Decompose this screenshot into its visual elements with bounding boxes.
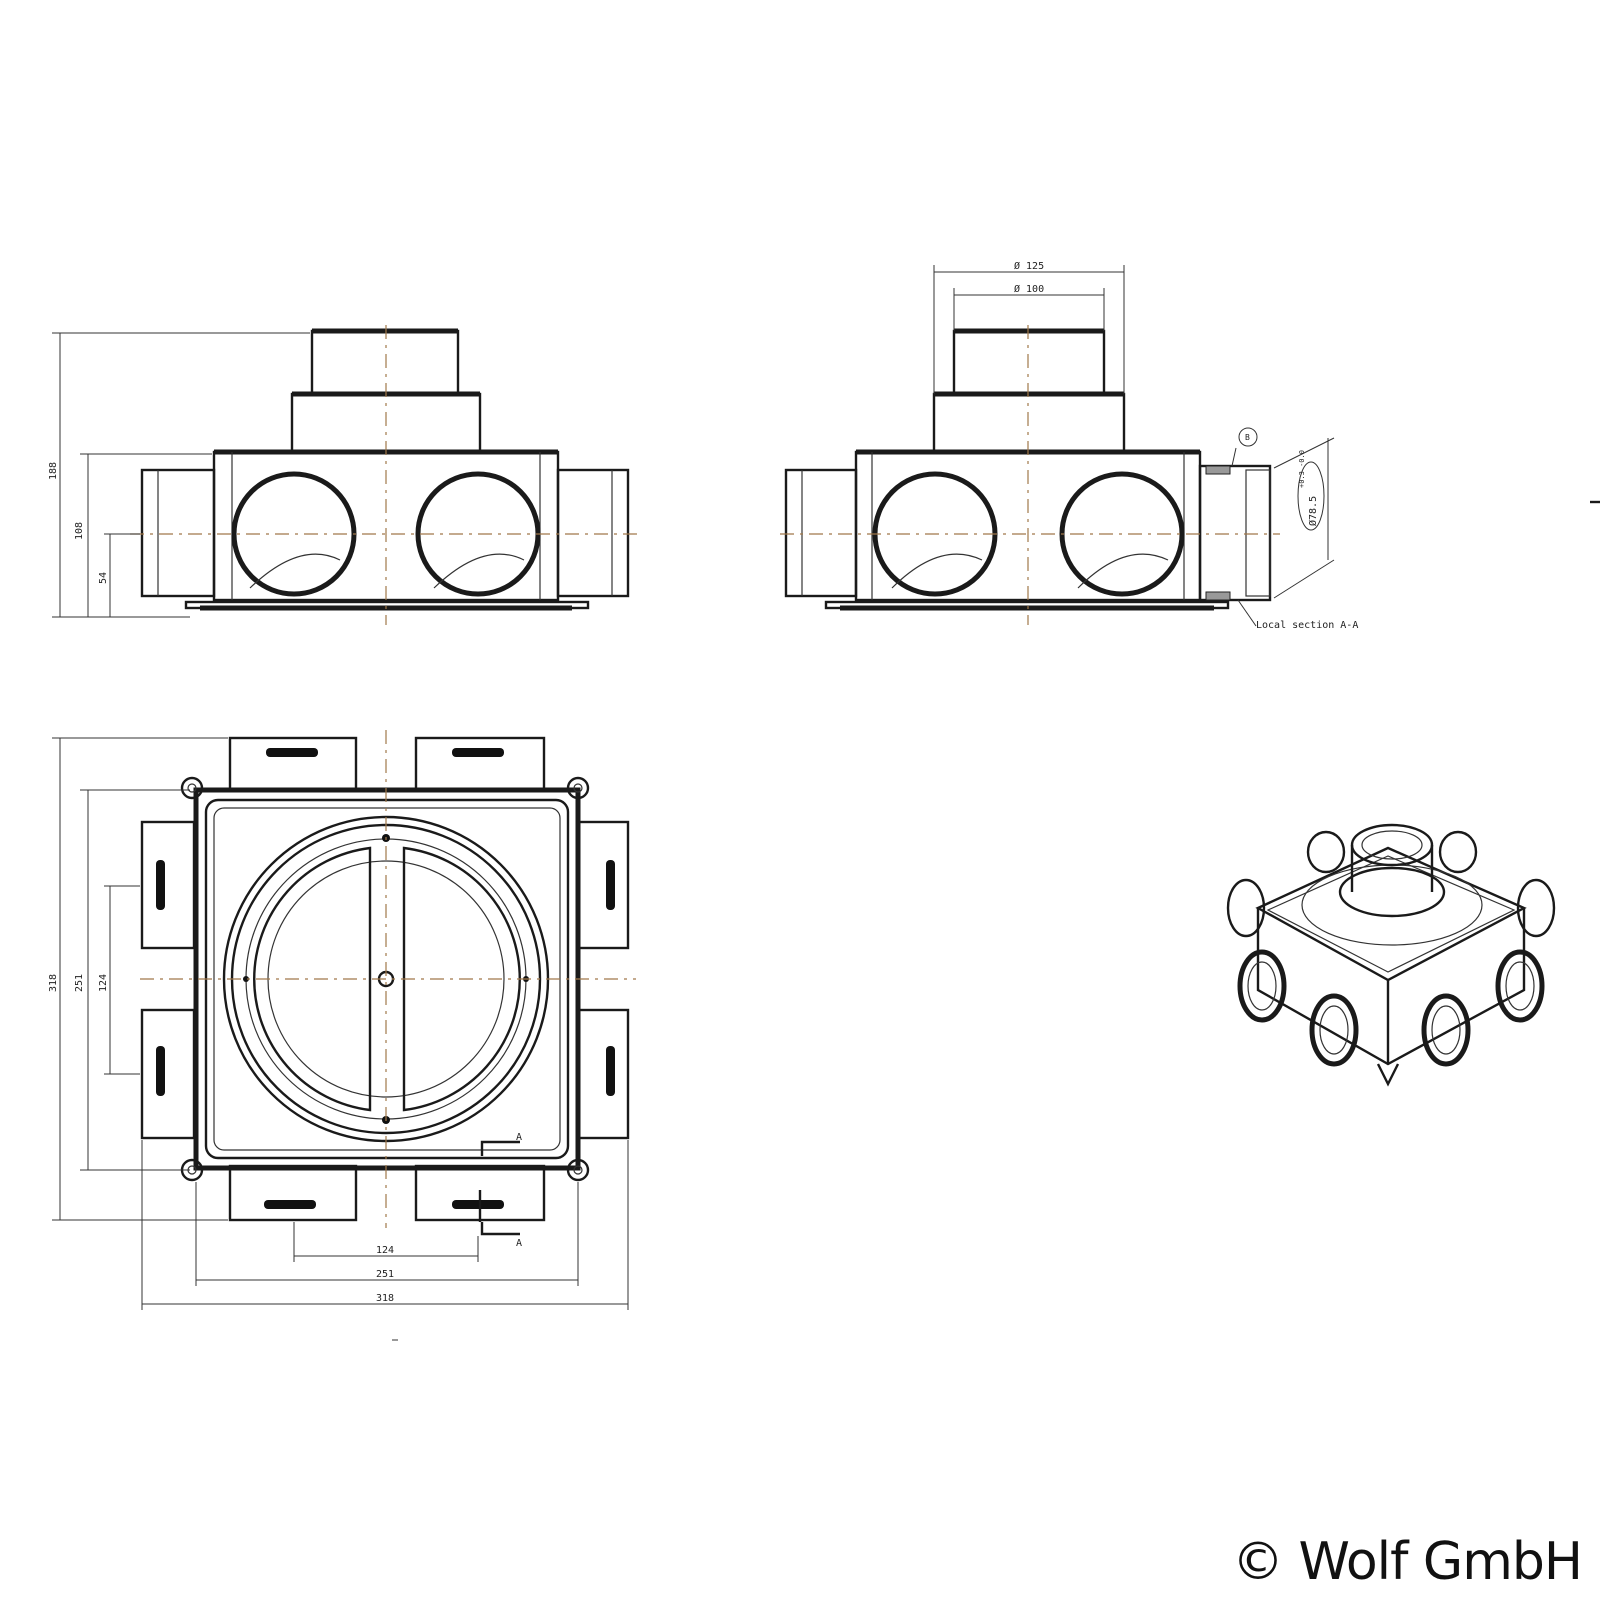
iso-outlet-2 <box>1309 993 1359 1067</box>
side-top-spigot <box>952 329 1106 397</box>
top-flange-rt <box>576 820 630 950</box>
side-left-spigot <box>784 468 858 598</box>
top-flange-rb <box>576 1008 630 1140</box>
top-dim-251-h: 251 <box>376 1269 394 1280</box>
corner-lug-br <box>566 1158 590 1182</box>
top-dim-318-v: 318 <box>48 974 59 992</box>
detail-b-label: B <box>1245 433 1250 442</box>
iso-outlet-1 <box>1237 949 1287 1023</box>
side-dim-dia78: Ø78.5 <box>1307 496 1319 526</box>
side-section-spigot <box>1198 464 1272 602</box>
iso-outlet-6 <box>1516 878 1556 938</box>
corner-lug-tr <box>566 776 590 800</box>
front-right-spigot <box>556 468 630 598</box>
top-view: A A 318 251 124 124 251 318 <box>48 730 636 1341</box>
copyright-notice: © Wolf GmbH <box>1231 1532 1583 1592</box>
damper-left <box>253 846 372 1112</box>
iso-outlet-8 <box>1438 830 1478 874</box>
front-view: 188 108 54 <box>48 325 640 625</box>
section-mark-top: A <box>516 1132 522 1143</box>
top-plate-outline <box>193 787 581 1171</box>
front-dim-188: 188 <box>48 462 59 480</box>
top-flange-lt <box>140 820 196 950</box>
corner-lug-tl <box>180 776 204 800</box>
top-dim-124-h: 124 <box>376 1245 394 1256</box>
top-flange-tr <box>414 736 546 792</box>
detail-b-marker <box>1238 427 1258 447</box>
side-view: Ø 125 Ø 100 Ø78.5 +0.3 -0.0 B Local sect… <box>780 260 1358 631</box>
iso-outlet-5 <box>1226 878 1266 938</box>
front-top-spigot <box>310 329 460 397</box>
local-section-label: Local section A-A <box>1256 620 1358 631</box>
top-flange-bl <box>228 1164 358 1222</box>
top-flange-tl <box>228 736 358 792</box>
front-dim-108: 108 <box>74 522 85 540</box>
section-mark-bottom: A <box>516 1238 522 1249</box>
iso-outlet-3 <box>1421 993 1471 1067</box>
side-dim-dia100: Ø 100 <box>1014 283 1044 295</box>
isometric-view <box>1226 823 1556 1087</box>
front-left-spigot <box>140 468 216 598</box>
damper-right <box>402 846 521 1112</box>
iso-outlet-4 <box>1495 949 1545 1023</box>
top-dim-124-v: 124 <box>98 974 109 992</box>
top-dim-318-h: 318 <box>376 1293 394 1304</box>
side-dim-dia125: Ø 125 <box>1014 260 1044 272</box>
side-spigot-base <box>932 392 1126 454</box>
side-dim-tolerance: +0.3 -0.0 <box>1298 450 1306 488</box>
top-dim-251-v: 251 <box>74 974 85 992</box>
iso-outlet-7 <box>1306 830 1346 874</box>
iso-spigot-base <box>1301 864 1483 946</box>
front-dim-54: 54 <box>98 572 109 584</box>
top-flange-lb <box>140 1008 196 1140</box>
